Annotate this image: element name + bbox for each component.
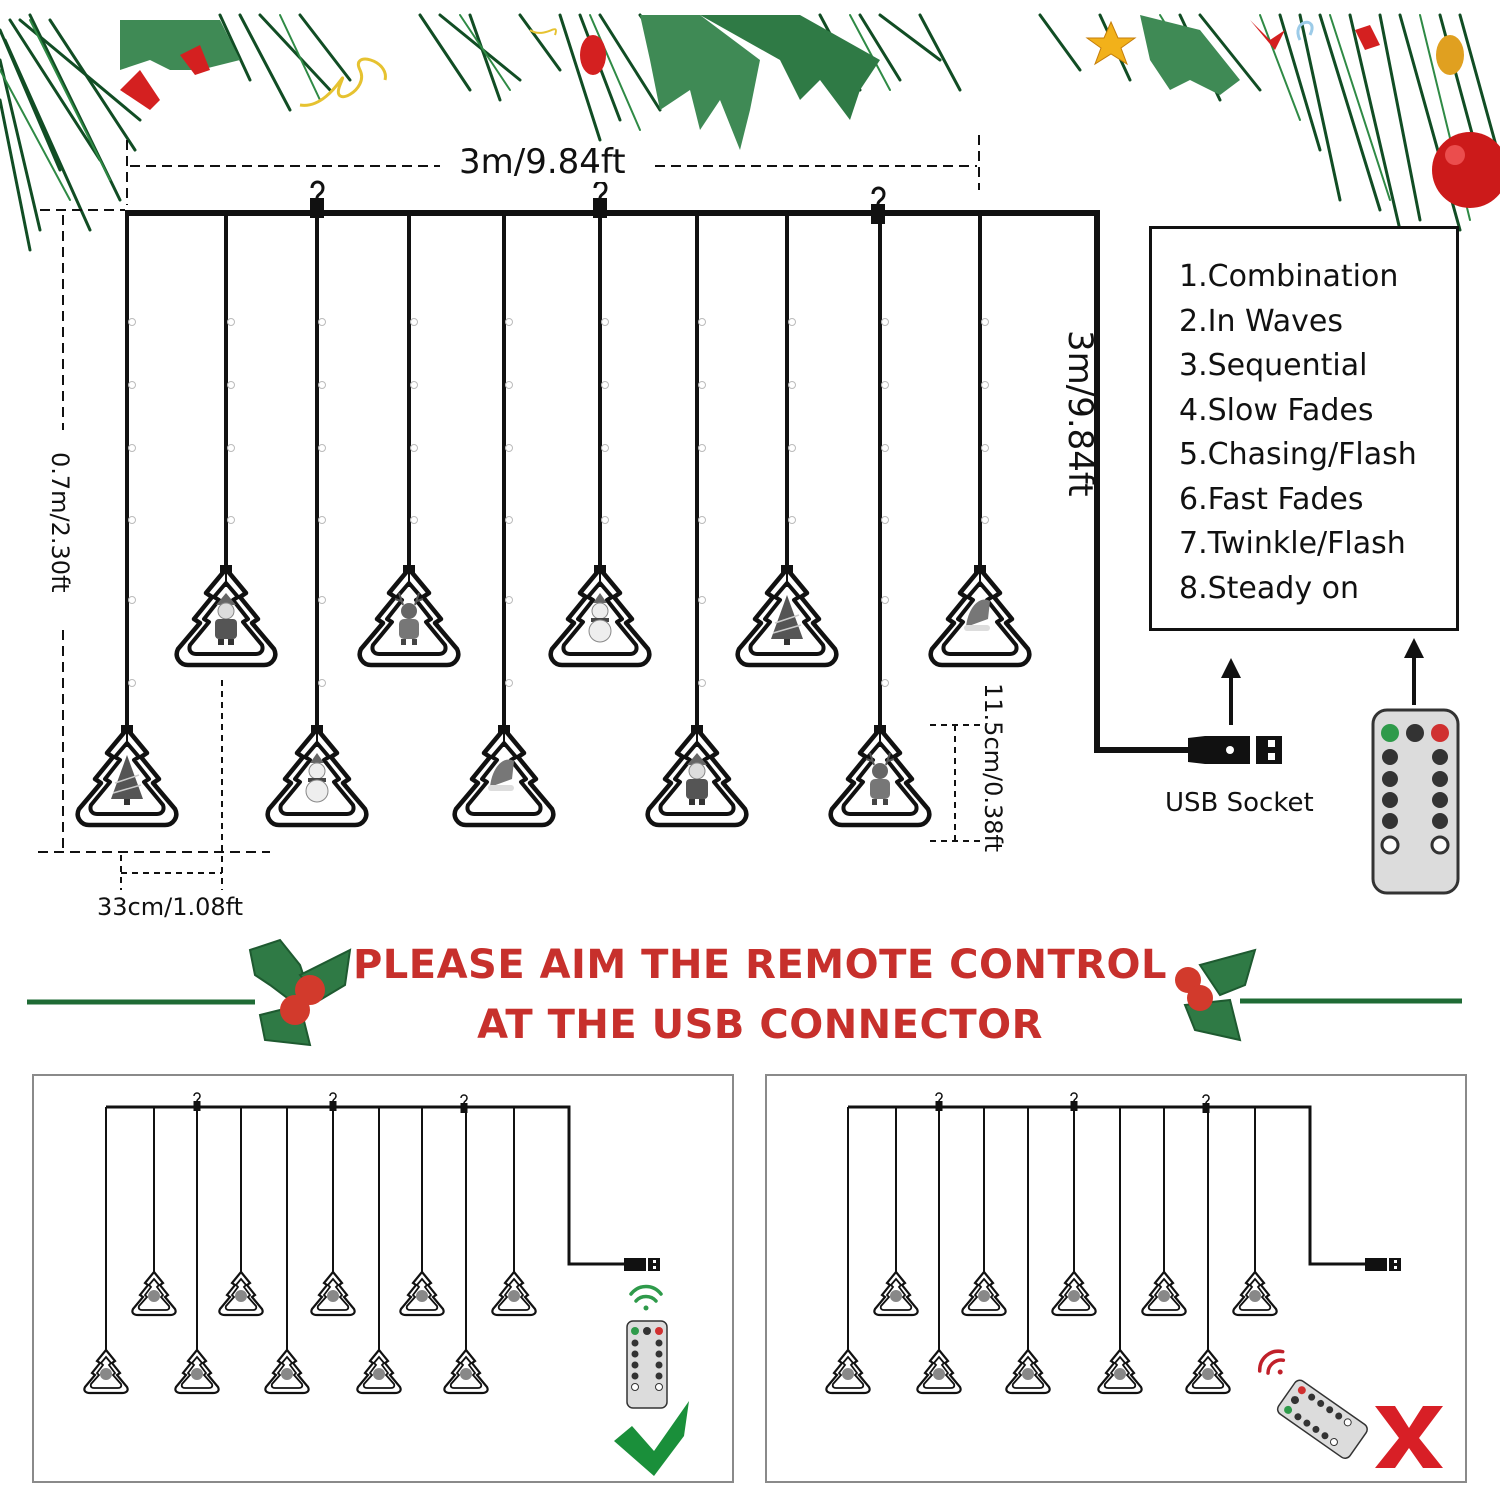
ornament-upper-snowman	[551, 565, 650, 665]
ornament-lower-santa	[648, 725, 747, 825]
mode-item: 1.Combination	[1179, 259, 1399, 294]
correct-usage-panel	[32, 1074, 734, 1483]
usb-socket-label: USB Socket	[1165, 788, 1314, 818]
ornament-upper-reindeer	[360, 565, 459, 665]
ornament-upper-santa-hat	[931, 565, 1030, 665]
ornament-lower-reindeer	[831, 725, 930, 825]
mode-item: 3.Sequential	[1179, 348, 1368, 383]
wifi-signal-icon	[629, 1284, 663, 1311]
width-dimension-label: 3m/9.84ft	[455, 142, 630, 182]
checkmark-icon	[614, 1401, 689, 1476]
hook-icon	[308, 180, 887, 226]
lighting-modes-box: 1.Combination 2.In Waves 3.Sequential 4.…	[1149, 226, 1459, 631]
ornament-upper-xmas-tree	[738, 565, 837, 665]
correct-mini-diagram	[83, 1092, 689, 1476]
ornament-lower-xmas-tree	[78, 725, 177, 825]
ornament-upper-santa	[177, 565, 276, 665]
usb-plug-icon	[624, 1258, 660, 1271]
banner-line-2: AT THE USB CONNECTOR	[477, 1002, 1043, 1048]
lighting-modes-list: 1.Combination 2.In Waves 3.Sequential 4.…	[1152, 229, 1456, 611]
ornament-height-label: 11.5cm/0.38ft	[979, 683, 1007, 852]
red-ribbon-icon	[120, 70, 160, 110]
remote-control-icon	[626, 1320, 668, 1409]
strand-spacing-label: 33cm/1.08ft	[97, 893, 244, 921]
mode-item: 5.Chasing/Flash	[1179, 437, 1417, 472]
ornament-lower-snowman	[268, 725, 367, 825]
lead-cable-length-label: 3m/9.84ft	[1060, 330, 1100, 497]
banner-line-1: PLEASE AIM THE REMOTE CONTROL	[352, 942, 1168, 988]
gold-star-icon	[1085, 20, 1137, 66]
wifi-signal-icon	[1257, 1349, 1286, 1375]
mode-item: 7.Twinkle/Flash	[1179, 526, 1406, 561]
curtain-light-diagram	[38, 135, 1460, 895]
remote-control-icon	[1371, 708, 1460, 895]
x-mark-icon	[1375, 1406, 1443, 1468]
red-bauble-icon	[580, 35, 606, 75]
mode-item: 6.Fast Fades	[1179, 481, 1364, 517]
remote-control-icon	[1276, 1379, 1368, 1460]
banner-decoration	[27, 938, 1462, 1047]
ornament-lower-santa-hat	[455, 725, 554, 825]
incorrect-usage-panel	[765, 1074, 1467, 1483]
holly-icon	[248, 938, 352, 1047]
mode-item: 8.Steady on	[1179, 570, 1359, 606]
mode-item: 4.Slow Fades	[1179, 392, 1374, 428]
incorrect-mini-diagram	[825, 1092, 1443, 1468]
pine-garland-decoration	[0, 13, 1500, 252]
drop-length-label: 0.7m/2.30ft	[46, 452, 74, 593]
mode-item: 2.In Waves	[1179, 303, 1343, 339]
usb-plug-icon	[1188, 736, 1282, 764]
gold-bauble-icon	[1436, 35, 1464, 75]
usb-plug-icon	[1365, 1258, 1401, 1271]
holly-icon	[1175, 948, 1257, 1042]
